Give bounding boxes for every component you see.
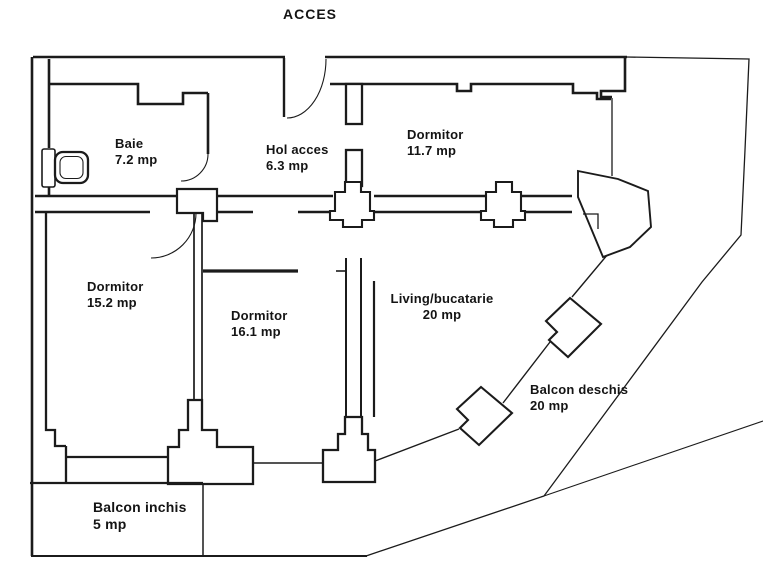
bedroom2-walls <box>44 212 203 484</box>
balcony-pillars <box>166 398 377 486</box>
room-name: Hol acces <box>266 142 329 157</box>
room-area: 20 mp <box>422 307 462 322</box>
bathroom-walls <box>47 59 210 196</box>
room-label-hol-acces: Hol acces 6.3 mp <box>266 142 329 174</box>
room-label-balcon-inchis: Balcon inchis 5 mp <box>93 499 187 533</box>
room-name: Balcon inchis <box>93 499 187 515</box>
room-label-living-bucatarie: Living/bucatarie 20 mp <box>386 291 498 323</box>
room-name: Dormitor <box>231 308 288 323</box>
outer-boundary <box>30 55 763 557</box>
room-area: 15.2 mp <box>87 295 137 310</box>
room-area: 5 mp <box>93 516 127 532</box>
balcony-railings <box>253 253 609 464</box>
room-label-balcon-deschis: Balcon deschis 20 mp <box>530 382 628 414</box>
access-label: ACCES <box>283 6 338 22</box>
room-area: 7.2 mp <box>115 152 158 167</box>
toilet-icon <box>41 148 90 188</box>
room-name: Baie <box>115 136 144 151</box>
hall-bedroom1-divider <box>344 82 364 188</box>
room-area: 6.3 mp <box>266 158 309 173</box>
bedroom2-door-arc <box>150 212 197 259</box>
room-name: Balcon deschis <box>530 382 629 397</box>
room-label-baie: Baie 7.2 mp <box>115 136 157 168</box>
room-label-dormitor-16-1: Dormitor 16.1 mp <box>231 308 288 340</box>
bedroom1-walls <box>330 58 627 101</box>
bay-structure <box>577 169 652 259</box>
corridor-walls <box>35 194 572 214</box>
balcony-posts <box>455 296 603 447</box>
hall-junction-pier <box>175 187 219 223</box>
corridor-columns <box>328 180 527 229</box>
room-name: Living/bucatarie <box>390 291 494 306</box>
bedroom3-walls <box>203 258 376 417</box>
closed-balcony-walls <box>30 481 204 555</box>
room-label-dormitor-15-2: Dormitor 15.2 mp <box>87 279 144 311</box>
room-name: Dormitor <box>87 279 144 294</box>
room-label-dormitor-11-7: Dormitor 11.7 mp <box>407 127 464 159</box>
room-area: 11.7 mp <box>407 143 457 158</box>
room-name: Dormitor <box>407 127 464 142</box>
room-area: 16.1 mp <box>231 324 281 339</box>
entrance-door-arc <box>286 58 327 119</box>
room-area: 20 mp <box>530 398 569 413</box>
